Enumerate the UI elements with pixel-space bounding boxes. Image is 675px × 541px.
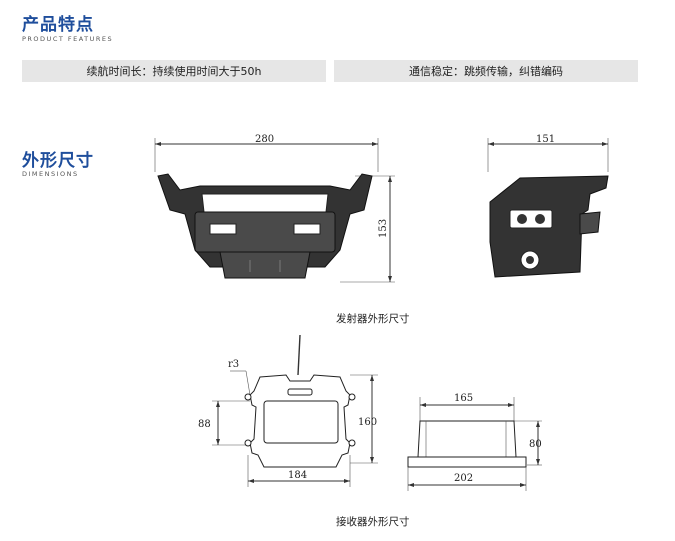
transmitter-height-label: 153: [378, 219, 389, 238]
dimensions-subtitle: DIMENSIONS: [22, 170, 79, 178]
receiver-hole-spacing-label: 88: [198, 419, 211, 430]
receiver-side-drawing: 165 80 202: [407, 393, 542, 491]
features-subtitle: PRODUCT FEATURES: [22, 35, 114, 43]
transmitter-caption: 发射器外形尺寸: [336, 313, 410, 325]
feature-endurance-text: 续航时间长：持续使用时间大于50h: [86, 65, 262, 78]
transmitter-width-label: 280: [255, 134, 274, 145]
receiver-height-label: 160: [358, 417, 377, 428]
dimensions-title: 外形尺寸: [22, 151, 94, 171]
receiver-width-label: 184: [288, 470, 307, 481]
receiver-top-width-label: 165: [454, 393, 473, 404]
feature-communication-text: 通信稳定：跳频传输，纠错编码: [409, 65, 563, 78]
feature-endurance: 续航时间长：持续使用时间大于50h: [22, 60, 326, 82]
transmitter-front-drawing: 280 153: [154, 134, 395, 283]
transmitter-side-drawing: 151: [487, 134, 609, 278]
receiver-side-height-label: 80: [529, 439, 542, 450]
transmitter-depth-label: 151: [536, 134, 555, 145]
features-title: 产品特点: [22, 15, 94, 35]
feature-communication: 通信稳定：跳频传输，纠错编码: [334, 60, 638, 82]
receiver-radius-label: r3: [228, 359, 239, 370]
receiver-caption: 接收器外形尺寸: [336, 516, 410, 528]
receiver-base-width-label: 202: [454, 473, 473, 484]
receiver-front-drawing: r3 88 160 184: [198, 335, 378, 487]
